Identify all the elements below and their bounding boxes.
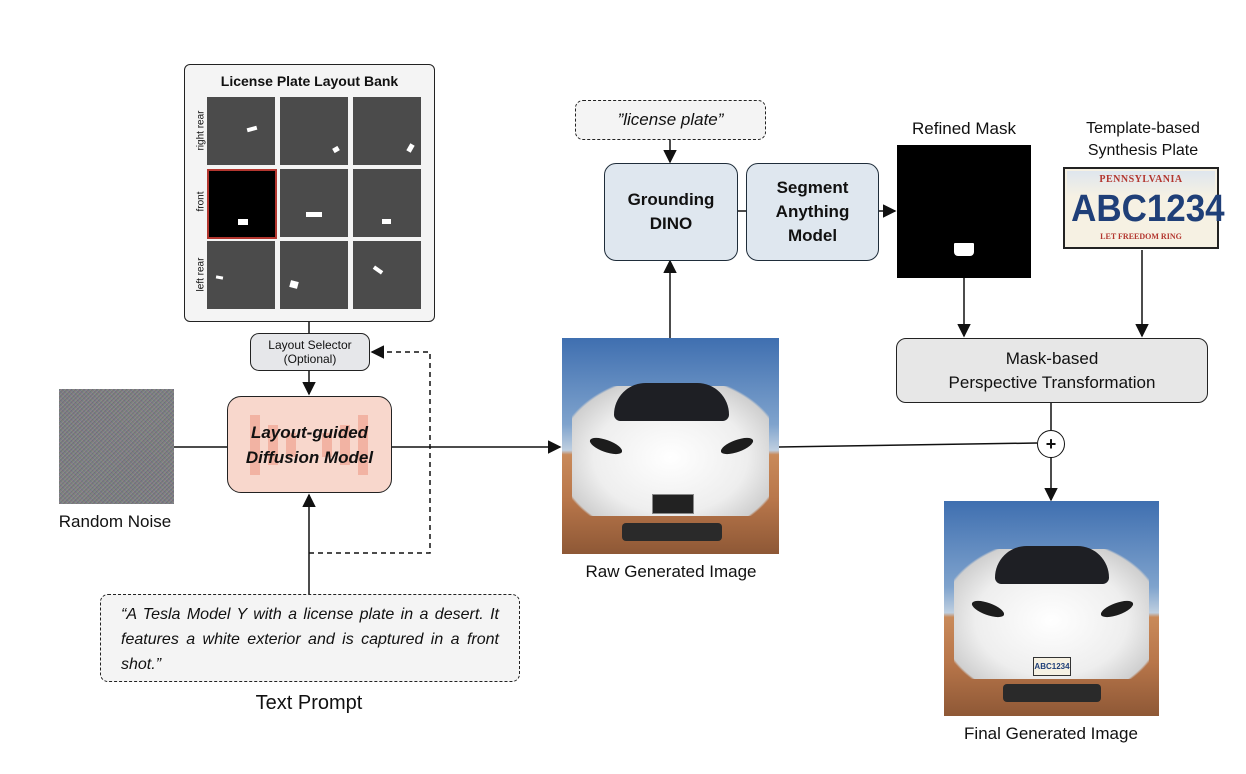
row-label-right-rear: right rear (195, 110, 207, 151)
raw-to-plus-line (778, 442, 1038, 448)
segment-anything-box[interactable]: Segment Anything Model (746, 163, 879, 261)
sam-title-line1: Segment (776, 178, 849, 197)
plate-number-text: ABC1234 (1071, 188, 1225, 230)
layout-selector-box[interactable]: Layout Selector (Optional) (250, 333, 370, 371)
layout-cell[interactable] (207, 241, 275, 309)
sam-title-line2: Anything (775, 202, 850, 221)
perspective-title-line1: Mask-based (1005, 348, 1099, 368)
layout-cell[interactable] (280, 241, 348, 309)
template-label-line2: Synthesis Plate (1087, 142, 1199, 159)
layout-cell[interactable] (207, 97, 275, 165)
layout-cell[interactable] (280, 97, 348, 165)
row-label-left-rear: left rear (195, 257, 207, 292)
template-plate-image: PENNSYLVANIA ABC1234 LET FREEDOM RING (1063, 167, 1225, 249)
license-plate-prompt-box[interactable]: ”license plate” (575, 100, 766, 140)
layout-bank-panel: License Plate Layout Bank right rear fro… (184, 64, 435, 322)
layout-cell-selected[interactable] (207, 169, 277, 239)
layout-cell[interactable] (353, 169, 421, 237)
grounding-dino-box[interactable]: Grounding DINO (604, 163, 738, 261)
refined-mask-image (897, 145, 1031, 278)
text-prompt-text: “A Tesla Model Y with a license plate in… (121, 606, 499, 673)
layout-selector-title: Layout Selector (268, 338, 352, 352)
plus-symbol: + (1045, 434, 1057, 454)
template-label: Template-based Synthesis Plate (1053, 118, 1233, 162)
diffusion-title-line2: Diffusion Model (245, 447, 374, 467)
plate-slogan-text: LET FREEDOM RING (1100, 232, 1182, 241)
license-plate-prompt-text: ”license plate” (617, 110, 724, 129)
layout-cell[interactable] (353, 241, 421, 309)
layout-cell[interactable] (280, 169, 348, 237)
sam-title-line3: Model (787, 226, 838, 245)
diffusion-model-box[interactable]: Layout-guided Diffusion Model (227, 396, 392, 493)
text-prompt-box[interactable]: “A Tesla Model Y with a license plate in… (100, 594, 520, 682)
combine-plus-icon: + (1037, 430, 1065, 458)
layout-cell[interactable] (353, 97, 421, 165)
raw-image-plate (652, 494, 694, 514)
unet-watermark-icon (250, 415, 368, 475)
raw-image-label: Raw Generated Image (585, 562, 757, 581)
random-noise-image (59, 389, 174, 504)
random-noise-label: Random Noise (58, 512, 172, 531)
diffusion-title-line1: Layout-guided (250, 422, 369, 442)
layout-bank-title: License Plate Layout Bank (220, 73, 399, 89)
final-generated-image: ABC1234 (944, 501, 1159, 716)
dashed-selector-arrow (309, 345, 431, 554)
plate-state-text: PENNSYLVANIA (1099, 174, 1183, 185)
layout-selector-subtitle: (Optional) (283, 352, 337, 366)
final-image-plate: ABC1234 (1033, 657, 1071, 676)
grounding-title-line1: Grounding (627, 190, 715, 209)
template-label-line1: Template-based (1086, 120, 1200, 137)
raw-generated-image (562, 338, 779, 554)
final-image-label: Final Generated Image (964, 724, 1138, 743)
text-prompt-label: Text Prompt (255, 692, 363, 714)
refined-mask-label: Refined Mask (912, 119, 1016, 138)
perspective-transformation-box[interactable]: Mask-based Perspective Transformation (896, 338, 1208, 403)
grounding-title-line2: DINO (649, 214, 693, 233)
perspective-title-line2: Perspective Transformation (948, 372, 1156, 392)
row-label-front: front (195, 191, 207, 212)
